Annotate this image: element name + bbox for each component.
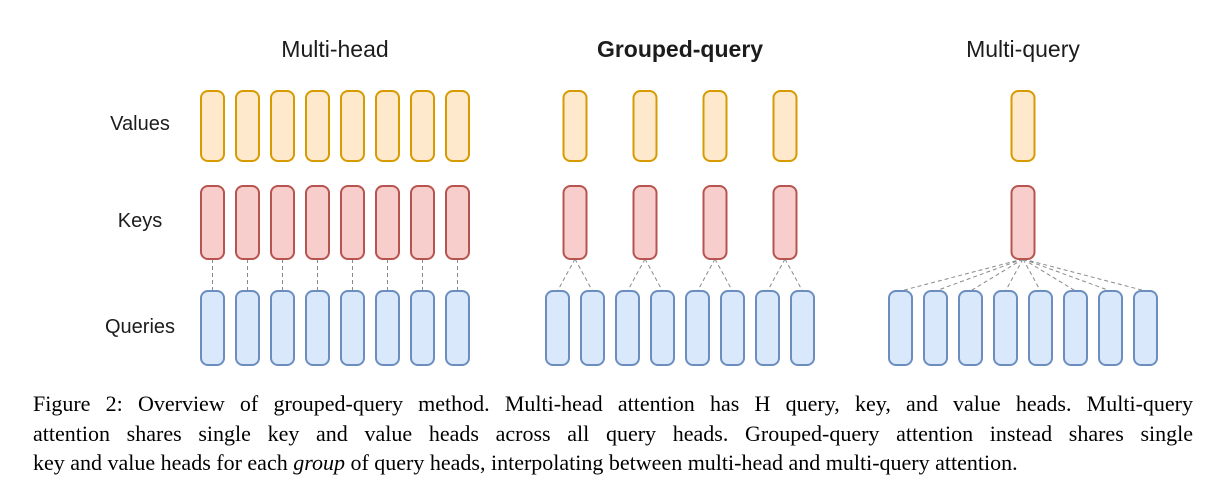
key-head xyxy=(562,185,588,260)
value-head xyxy=(270,90,295,162)
key-head xyxy=(632,185,658,260)
query-head xyxy=(445,290,470,366)
query-head xyxy=(650,290,675,366)
value-head xyxy=(772,90,798,162)
key-head xyxy=(702,185,728,260)
query-head xyxy=(923,290,948,366)
key-head xyxy=(340,185,365,260)
panel-title-grouped-query: Grouped-query xyxy=(596,36,764,62)
query-head xyxy=(410,290,435,366)
panel-title-multi-query: Multi-query xyxy=(966,36,1080,62)
key-head xyxy=(1010,185,1036,260)
value-head xyxy=(1010,90,1036,162)
query-head xyxy=(685,290,710,366)
value-head xyxy=(340,90,365,162)
query-head xyxy=(270,290,295,366)
caption-line-3: key and value heads for each group of qu… xyxy=(33,448,1193,478)
query-head xyxy=(958,290,983,366)
caption-line-3-before: key and value heads for each xyxy=(33,450,294,475)
key-query-connector xyxy=(767,258,786,292)
query-head xyxy=(1063,290,1088,366)
key-query-connector xyxy=(1022,258,1076,292)
key-query-connector xyxy=(697,258,716,292)
value-head xyxy=(562,90,588,162)
value-head xyxy=(200,90,225,162)
query-head xyxy=(1098,290,1123,366)
value-head xyxy=(305,90,330,162)
query-head xyxy=(755,290,780,366)
key-query-connector xyxy=(1022,258,1041,292)
key-query-connector xyxy=(627,258,646,292)
key-query-connector xyxy=(714,258,733,292)
key-query-connector xyxy=(644,258,663,292)
key-query-connector xyxy=(1005,258,1024,292)
query-head xyxy=(888,290,913,366)
caption-line-2: attention shares single key and value he… xyxy=(33,420,1193,446)
value-head xyxy=(410,90,435,162)
query-head xyxy=(580,290,605,366)
key-query-connector xyxy=(935,258,1024,292)
key-head xyxy=(445,185,470,260)
query-head xyxy=(790,290,815,366)
key-query-connector xyxy=(557,258,576,292)
key-head xyxy=(305,185,330,260)
figure-caption: Figure 2: Overview of grouped-query meth… xyxy=(33,389,1193,478)
value-head xyxy=(375,90,400,162)
key-head xyxy=(772,185,798,260)
panel-grouped-query: Grouped-query xyxy=(540,32,820,372)
query-head xyxy=(305,290,330,366)
query-head xyxy=(375,290,400,366)
panel-title-multi-head: Multi-head xyxy=(281,36,389,62)
query-head xyxy=(235,290,260,366)
panel-multi-head: Multi-head xyxy=(195,32,475,372)
key-head xyxy=(375,185,400,260)
panel-diagram-multi-query xyxy=(888,90,1158,366)
key-query-connector xyxy=(1022,258,1111,292)
value-head xyxy=(702,90,728,162)
key-head xyxy=(200,185,225,260)
row-label-queries: Queries xyxy=(104,316,176,338)
key-head xyxy=(270,185,295,260)
query-head xyxy=(545,290,570,366)
query-head xyxy=(720,290,745,366)
value-head xyxy=(632,90,658,162)
key-head xyxy=(235,185,260,260)
panel-diagram-grouped-query xyxy=(545,90,815,366)
query-head xyxy=(615,290,640,366)
query-head xyxy=(1028,290,1053,366)
key-query-connector xyxy=(900,258,1024,292)
panel-multi-query: Multi-query xyxy=(883,32,1163,372)
caption-line-1: Figure 2: Overview of grouped-query meth… xyxy=(33,391,1193,416)
caption-italic-word: group xyxy=(293,450,345,475)
row-label-keys: Keys xyxy=(117,210,163,232)
key-query-connector xyxy=(970,258,1024,292)
row-label-values: Values xyxy=(110,113,170,135)
query-head xyxy=(1133,290,1158,366)
caption-line-3-after: of query heads, interpolating between mu… xyxy=(344,450,1018,475)
value-head xyxy=(445,90,470,162)
key-head xyxy=(410,185,435,260)
panel-diagram-multi-head xyxy=(200,90,470,366)
key-query-connector xyxy=(574,258,593,292)
query-head xyxy=(993,290,1018,366)
key-query-connector xyxy=(1022,258,1146,292)
key-query-connector xyxy=(784,258,803,292)
query-head xyxy=(200,290,225,366)
query-head xyxy=(340,290,365,366)
value-head xyxy=(235,90,260,162)
